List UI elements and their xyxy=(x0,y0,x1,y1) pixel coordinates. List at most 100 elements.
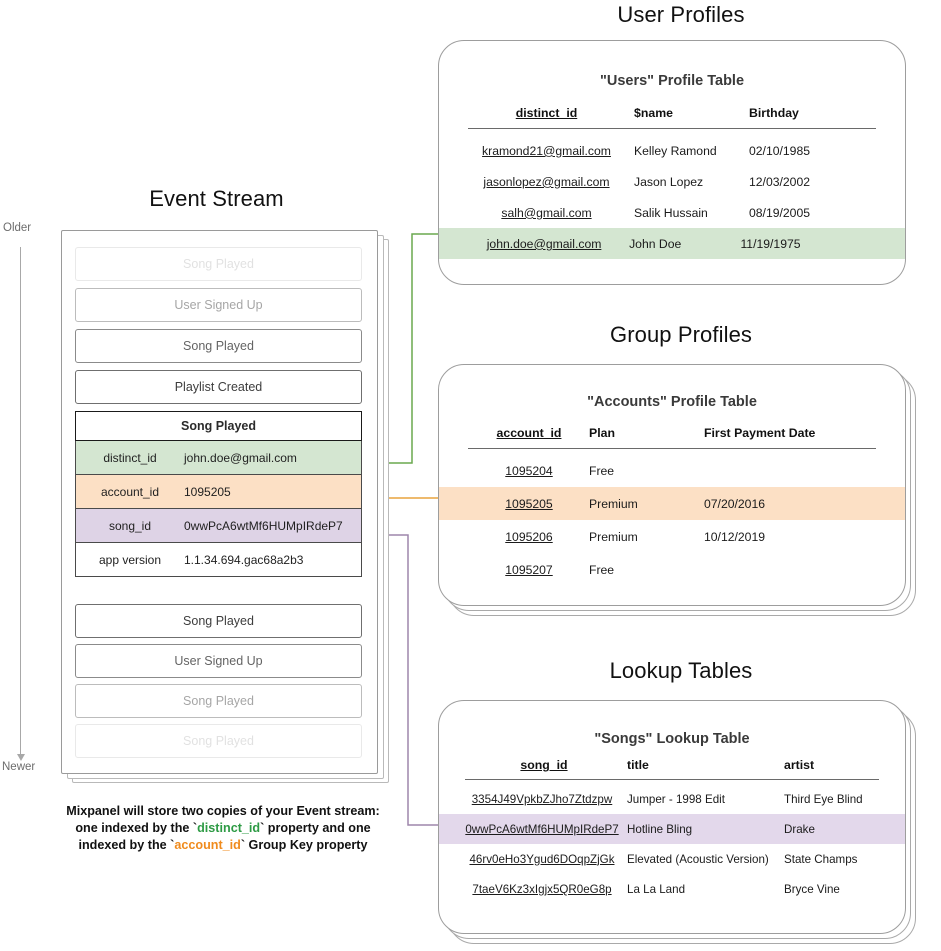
cell-song-id: 3354J49VpkbZJho7Ztdzpw xyxy=(471,792,613,806)
event-label: Playlist Created xyxy=(174,380,263,394)
cell-song-id: 7taeV6Kz3xIgjx5QR0eG8p xyxy=(472,882,612,896)
event-stream-card: Song Played User Signed Up Song Played P… xyxy=(61,230,378,774)
property-value: 1.1.34.694.gac68a2b3 xyxy=(184,552,304,567)
cell-first-payment: 07/20/2016 xyxy=(704,496,765,511)
user-profiles-title: User Profiles xyxy=(617,2,745,27)
table-row[interactable]: kramond21@gmail.com Kelley Ramond 02/10/… xyxy=(439,135,905,166)
table-row-highlighted[interactable]: 0wwPcA6wtMf6HUMpIRdeP7 Hotline Bling Dra… xyxy=(439,814,905,845)
cell-song-id: 0wwPcA6wtMf6HUMpIRdeP7 xyxy=(465,822,619,836)
column-header-account-id: account_id xyxy=(496,426,562,440)
table-row-highlighted[interactable]: 1095205 Premium 07/20/2016 xyxy=(439,487,905,521)
event-item[interactable]: Playlist Created xyxy=(75,370,362,404)
timeline-older-label: Older xyxy=(3,222,32,234)
cell-name: Salik Hussain xyxy=(634,205,708,220)
table-row[interactable]: jasonlopez@gmail.com Jason Lopez 12/03/2… xyxy=(439,166,905,197)
property-value: john.doe@gmail.com xyxy=(184,450,297,465)
event-item[interactable]: User Signed Up xyxy=(75,288,362,322)
cell-account-id: 1095206 xyxy=(505,529,553,544)
caption-l2-pre: one indexed by the xyxy=(75,821,193,835)
table-row[interactable]: 1095207 Free xyxy=(439,553,905,586)
expanded-event[interactable]: Song Played distinct_id john.doe@gmail.c… xyxy=(75,411,362,577)
lookup-tables-title: Lookup Tables xyxy=(609,658,753,683)
property-key: account_id xyxy=(100,484,160,499)
caption-l2-post: property and one xyxy=(264,821,371,835)
accounts-table-header: account_id Plan First Payment Date xyxy=(439,426,905,440)
cell-artist: Bryce Vine xyxy=(784,882,840,896)
caption-line-2: one indexed by the `distinct_id` propert… xyxy=(28,820,418,837)
table-row[interactable]: 3354J49VpkbZJho7Ztdzpw Jumper - 1998 Edi… xyxy=(439,784,905,814)
cell-plan: Premium xyxy=(589,529,638,544)
caption-l3-pre: indexed by the xyxy=(78,838,171,852)
cell-birthday: 08/19/2005 xyxy=(749,205,810,220)
event-item[interactable]: Song Played xyxy=(75,247,362,281)
column-header-name: $name xyxy=(634,106,673,120)
cell-name: Jason Lopez xyxy=(634,174,704,189)
caption-line-3: indexed by the `account_id` Group Key pr… xyxy=(28,837,418,854)
table-divider xyxy=(468,128,876,130)
caption-line-1: Mixpanel will store two copies of your E… xyxy=(66,804,380,818)
column-header-first-payment: First Payment Date xyxy=(704,426,816,440)
table-row[interactable]: 46rv0eHo3Ygud6DOqpZjGk Elevated (Acousti… xyxy=(439,844,905,874)
table-row[interactable]: 1095204 Free xyxy=(439,454,905,487)
event-property-row[interactable]: distinct_id john.doe@gmail.com xyxy=(75,441,362,475)
event-property-row[interactable]: song_id 0wwPcA6wtMf6HUMpIRdeP7 xyxy=(75,509,362,543)
cell-artist: Third Eye Blind xyxy=(784,792,863,806)
event-label: Song Played xyxy=(183,339,254,353)
table-divider xyxy=(468,448,876,450)
cell-title: Hotline Bling xyxy=(627,822,693,836)
timeline-newer-label: Newer xyxy=(2,761,36,773)
cell-birthday: 12/03/2002 xyxy=(749,174,810,189)
event-stream-title: Event Stream xyxy=(149,186,284,211)
cell-title: Elevated (Acoustic Version) xyxy=(627,852,769,866)
column-header-title: title xyxy=(627,758,649,772)
column-header-song-id: song_id xyxy=(520,758,568,772)
event-item[interactable]: Song Played xyxy=(75,684,362,718)
backtick: ` xyxy=(260,821,265,835)
cell-plan: Free xyxy=(589,562,615,577)
cell-account-id: 1095205 xyxy=(505,496,553,511)
users-table-header: distinct_id $name Birthday xyxy=(439,106,905,120)
event-label: Song Played xyxy=(183,694,254,708)
timeline-axis xyxy=(20,247,21,755)
event-item[interactable]: Song Played xyxy=(75,604,362,638)
expanded-event-title: Song Played xyxy=(75,411,362,441)
event-property-row[interactable]: account_id 1095205 xyxy=(75,475,362,509)
cell-birthday: 02/10/1985 xyxy=(749,143,810,158)
songs-table-header: song_id title artist xyxy=(439,758,905,772)
timeline-arrowhead xyxy=(16,754,25,761)
cell-distinct-id: kramond21@gmail.com xyxy=(482,143,611,158)
cell-name: John Doe xyxy=(629,236,682,251)
cell-first-payment: 10/12/2019 xyxy=(704,529,765,544)
cell-distinct-id: jasonlopez@gmail.com xyxy=(483,174,610,189)
cell-song-id: 46rv0eHo3Ygud6DOqpZjGk xyxy=(469,852,615,866)
event-property-row[interactable]: app version 1.1.34.694.gac68a2b3 xyxy=(75,543,362,577)
event-item[interactable]: User Signed Up xyxy=(75,644,362,678)
property-key: song_id xyxy=(108,518,152,533)
users-table-title: "Users" Profile Table xyxy=(599,73,745,89)
event-label: User Signed Up xyxy=(174,298,263,312)
table-row-highlighted[interactable]: john.doe@gmail.com John Doe 11/19/1975 xyxy=(439,228,905,260)
cell-plan: Premium xyxy=(589,496,638,511)
table-row[interactable]: salh@gmail.com Salik Hussain 08/19/2005 xyxy=(439,197,905,228)
backtick: ` xyxy=(170,838,175,852)
column-header-distinct-id: distinct_id xyxy=(515,106,578,120)
property-key: app version xyxy=(98,552,162,567)
column-header-artist: artist xyxy=(784,758,815,772)
column-header-birthday: Birthday xyxy=(749,106,799,120)
event-label: User Signed Up xyxy=(174,654,263,668)
users-table: distinct_id $name Birthday kramond21@gma… xyxy=(439,106,905,260)
cell-plan: Free xyxy=(589,463,615,478)
table-divider xyxy=(465,779,879,781)
cell-distinct-id: salh@gmail.com xyxy=(501,205,592,220)
caption: Mixpanel will store two copies of your E… xyxy=(28,803,418,854)
event-item[interactable]: Song Played xyxy=(75,329,362,363)
table-row[interactable]: 1095206 Premium 10/12/2019 xyxy=(439,520,905,553)
cell-birthday: 11/19/1975 xyxy=(740,236,801,251)
account-id-token: account_id xyxy=(174,838,241,852)
event-item[interactable]: Song Played xyxy=(75,724,362,758)
table-row[interactable]: 7taeV6Kz3xIgjx5QR0eG8p La La Land Bryce … xyxy=(439,874,905,904)
users-profile-card: "Users" Profile Table distinct_id $name … xyxy=(438,40,906,285)
column-header-plan: Plan xyxy=(589,426,615,440)
property-key: distinct_id xyxy=(103,450,157,465)
event-label: Song Played xyxy=(183,614,254,628)
